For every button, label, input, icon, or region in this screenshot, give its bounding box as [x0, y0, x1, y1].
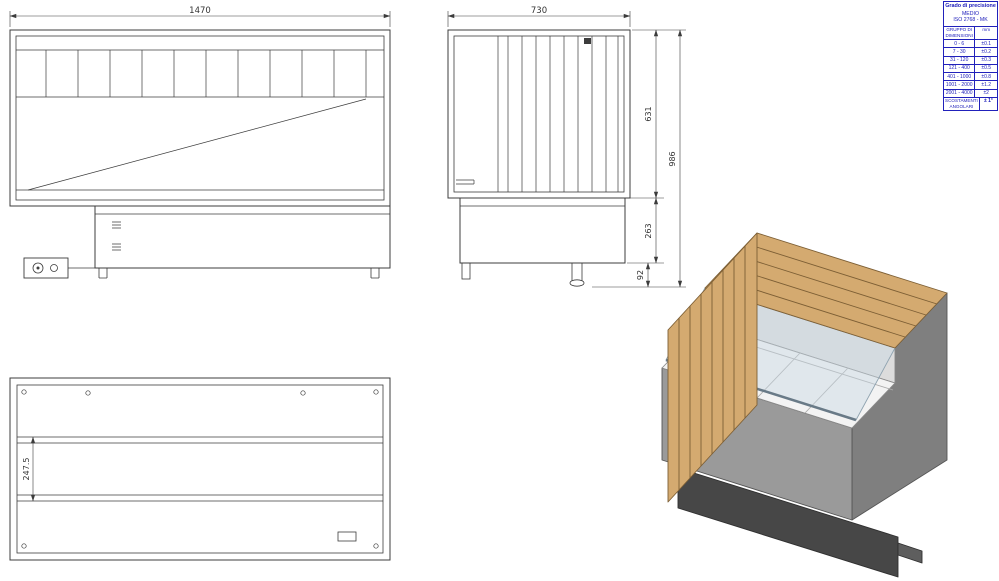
iso-vent — [897, 542, 923, 564]
side-sensor-mark — [584, 38, 591, 44]
tolerance-row: 401 - 1000 ±0.8 — [944, 73, 997, 82]
dim-tolerance: ±0.8 — [981, 73, 992, 80]
front-view: 1470 — [9, 6, 391, 279]
side-total-height-dim: 986 — [668, 151, 677, 166]
side-upper-height-dim: 631 — [644, 106, 653, 121]
side-drain-outlet — [569, 279, 585, 287]
front-inner-body — [15, 35, 385, 201]
side-foot — [461, 262, 471, 280]
tolerance-angular-row: SCOSTAMENTI ANGOLARI ± 1° — [944, 97, 997, 111]
tolerance-row: 7 - 30 ±0.2 — [944, 48, 997, 57]
dim-range: 121 - 400 — [944, 64, 976, 73]
side-inner-body — [453, 35, 625, 193]
tolerance-table-header: Grado di precisione MEDIO ISO 2768 - MK — [944, 2, 997, 27]
side-outer-body — [447, 29, 631, 199]
plan-band-lines — [17, 436, 383, 502]
side-base-height-dim: 263 — [644, 223, 653, 238]
plan-screws — [21, 389, 379, 549]
iso-left-wood-slats — [678, 246, 746, 490]
side-depth-dim: 730 — [531, 6, 547, 16]
dim-tolerance: ±2 — [983, 90, 989, 97]
control-switch-icon — [50, 264, 58, 272]
front-width-dim: 1470 — [189, 6, 211, 16]
iso-plinth — [677, 467, 899, 578]
plan-rating-plate — [337, 531, 357, 542]
front-control-panel — [23, 257, 69, 279]
angular-value: ± 1° — [983, 98, 993, 105]
tolerance-title: Grado di precisione — [945, 3, 996, 9]
side-slat-lines — [507, 36, 619, 192]
front-top-band — [16, 49, 384, 98]
iso-view — [661, 232, 948, 578]
tolerance-row: 121 - 400 ±0.5 — [944, 64, 997, 74]
iso-canopy-slats — [714, 243, 938, 338]
dim-range: 401 - 1000 — [944, 73, 976, 81]
tolerance-standard: ISO 2768 - MK — [953, 17, 988, 24]
col-unit: mm — [982, 27, 991, 33]
plan-inner-body — [16, 384, 384, 554]
front-base — [94, 205, 391, 269]
side-foot-height-dim: 92 — [636, 270, 645, 280]
front-dimension-lines — [9, 11, 391, 27]
tolerance-row: 0 - 6 ±0.1 — [944, 40, 997, 49]
col-dim-groups: GRUPPO DI DIMENSIONI — [944, 26, 976, 40]
dim-range: 7 - 30 — [944, 48, 976, 56]
control-knob-icon — [32, 262, 44, 274]
side-shelf-bracket — [456, 179, 475, 185]
plan-view: 247.5 — [9, 377, 391, 561]
dim-tolerance: ±1.2 — [981, 81, 992, 88]
dim-tolerance: ±0.3 — [981, 57, 992, 64]
tolerance-row: 31 - 120 ±0.3 — [944, 56, 997, 65]
dim-range: 1001 - 2000 — [944, 81, 976, 89]
side-drain-pipe — [571, 263, 583, 281]
plan-band-dim: 247.5 — [22, 458, 31, 481]
tolerance-table: Grado di precisione MEDIO ISO 2768 - MK … — [943, 1, 998, 112]
side-view: 730 631 263 92 986 — [447, 6, 686, 288]
dim-tolerance: ±0.5 — [981, 65, 992, 72]
front-base-vents — [112, 221, 121, 251]
tolerance-column-headers: GRUPPO DI DIMENSIONI mm — [944, 26, 997, 41]
side-base — [459, 197, 626, 264]
tolerance-grade: MEDIO — [961, 10, 979, 17]
front-slat-lines — [45, 50, 367, 97]
dim-range: 0 - 6 — [944, 40, 976, 48]
tolerance-row: 1001 - 2000 ±1.2 — [944, 81, 997, 90]
tolerance-row: 2001 - 4000 ±2 — [944, 89, 997, 98]
front-glass-diagonal — [27, 98, 367, 191]
dim-range: 31 - 120 — [944, 56, 976, 64]
dim-tolerance: ±0.2 — [981, 48, 992, 55]
dim-tolerance: ±0.1 — [981, 40, 992, 47]
dim-range: 2001 - 4000 — [944, 89, 976, 97]
front-feet — [98, 268, 380, 279]
iso-canopy-wood-top — [704, 232, 948, 349]
plan-outer-body — [9, 377, 391, 561]
angular-label: SCOSTAMENTI ANGOLARI — [945, 97, 980, 111]
side-dimension-lines — [447, 11, 686, 288]
